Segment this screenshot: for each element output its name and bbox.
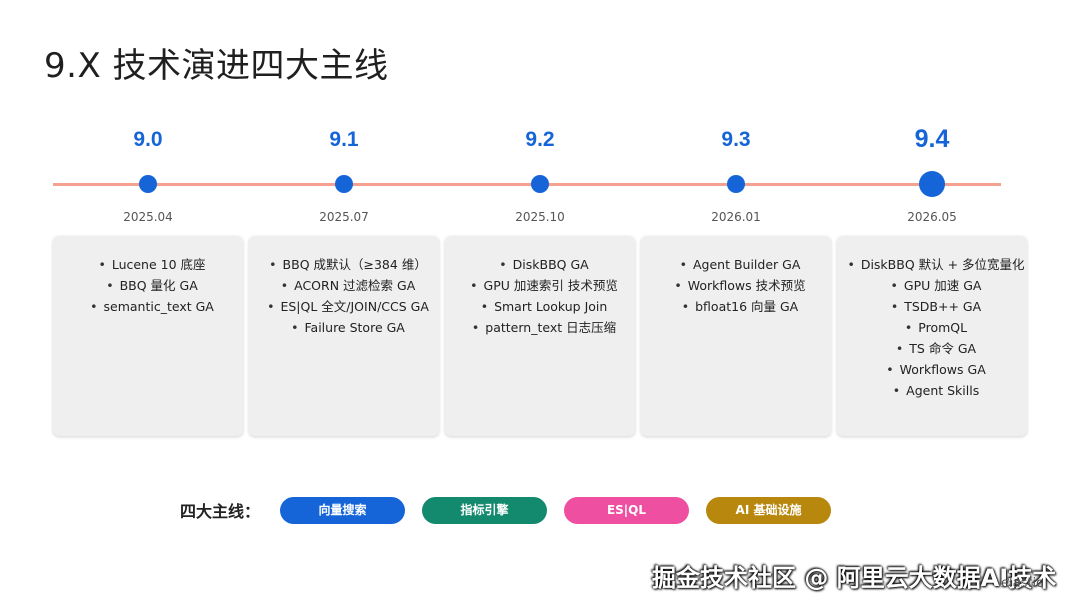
elastic-logo: elastic (1001, 576, 1044, 591)
timeline-dot (139, 175, 157, 193)
feature-item: BBQ 成默认（≥384 维） (257, 254, 439, 275)
theme-pill: 指标引擎 (422, 497, 547, 524)
timeline-dot (727, 175, 745, 193)
feature-item: PromQL (845, 317, 1027, 338)
timeline-dot (335, 175, 353, 193)
watermark: 掘金技术社区 @ 阿里云大数据AI技术 (652, 564, 1057, 592)
version-label: 9.3 (721, 128, 751, 151)
version-label: 9.0 (133, 128, 163, 151)
feature-list: DiskBBQ 默认 + 多位宽量化GPU 加速 GATSDB++ GAProm… (837, 236, 1027, 401)
release-date: 2025.10 (515, 210, 565, 224)
feature-item: GPU 加速 GA (845, 275, 1027, 296)
feature-list: Lucene 10 底座BBQ 量化 GAsemantic_text GA (53, 236, 243, 317)
theme-pill: 向量搜索 (280, 497, 405, 524)
feature-item: TS 命令 GA (845, 338, 1027, 359)
page-title: 9.X 技术演进四大主线 (44, 46, 389, 86)
feature-item: Agent Builder GA (649, 254, 831, 275)
feature-card: BBQ 成默认（≥384 维）ACORN 过滤检索 GAES|QL 全文/JOI… (249, 236, 439, 436)
timeline-dot (919, 171, 945, 197)
feature-item: ACORN 过滤检索 GA (257, 275, 439, 296)
feature-item: TSDB++ GA (845, 296, 1027, 317)
version-label: 9.2 (525, 128, 555, 151)
feature-item: semantic_text GA (61, 296, 243, 317)
feature-list: Agent Builder GAWorkflows 技术预览bfloat16 向… (641, 236, 831, 317)
themes-label: 四大主线： (180, 502, 261, 521)
feature-item: Workflows GA (845, 359, 1027, 380)
timeline-dot (531, 175, 549, 193)
feature-card: DiskBBQ 默认 + 多位宽量化GPU 加速 GATSDB++ GAProm… (837, 236, 1027, 436)
feature-item: Workflows 技术预览 (649, 275, 831, 296)
feature-list: DiskBBQ GAGPU 加速索引 技术预览Smart Lookup Join… (445, 236, 635, 338)
feature-card: Agent Builder GAWorkflows 技术预览bfloat16 向… (641, 236, 831, 436)
feature-list: BBQ 成默认（≥384 维）ACORN 过滤检索 GAES|QL 全文/JOI… (249, 236, 439, 338)
feature-item: Lucene 10 底座 (61, 254, 243, 275)
theme-pill: ES|QL (564, 497, 689, 524)
feature-item: Agent Skills (845, 380, 1027, 401)
feature-item: ES|QL 全文/JOIN/CCS GA (257, 296, 439, 317)
release-date: 2025.07 (319, 210, 369, 224)
feature-item: bfloat16 向量 GA (649, 296, 831, 317)
feature-card: DiskBBQ GAGPU 加速索引 技术预览Smart Lookup Join… (445, 236, 635, 436)
feature-item: DiskBBQ 默认 + 多位宽量化 (845, 254, 1027, 275)
release-date: 2026.01 (711, 210, 761, 224)
feature-item: BBQ 量化 GA (61, 275, 243, 296)
feature-item: DiskBBQ GA (453, 254, 635, 275)
theme-pill: AI 基础设施 (706, 497, 831, 524)
feature-item: GPU 加速索引 技术预览 (453, 275, 635, 296)
version-label: 9.1 (329, 128, 359, 151)
release-date: 2025.04 (123, 210, 173, 224)
feature-item: pattern_text 日志压缩 (453, 317, 635, 338)
version-label: 9.4 (914, 125, 950, 153)
timeline-line (53, 183, 1001, 186)
release-date: 2026.05 (907, 210, 957, 224)
feature-item: Smart Lookup Join (453, 296, 635, 317)
feature-card: Lucene 10 底座BBQ 量化 GAsemantic_text GA (53, 236, 243, 436)
feature-item: Failure Store GA (257, 317, 439, 338)
